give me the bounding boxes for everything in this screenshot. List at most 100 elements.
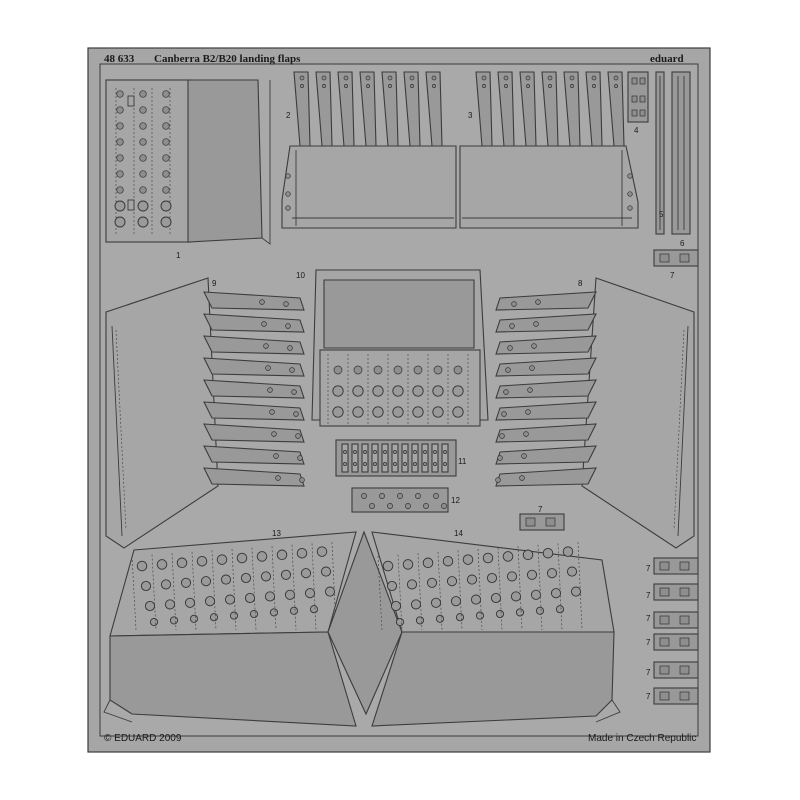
hole — [116, 170, 124, 178]
slot — [525, 517, 536, 527]
hole — [614, 84, 618, 88]
hole — [482, 552, 494, 564]
slot — [127, 199, 135, 211]
hole — [426, 577, 438, 588]
hole — [260, 571, 272, 582]
part-number-12: 12 — [451, 496, 460, 505]
hole — [295, 433, 301, 439]
hole — [382, 560, 394, 572]
hole — [139, 170, 147, 178]
hole — [503, 75, 509, 81]
hole — [139, 122, 147, 130]
part-9: 9 — [105, 277, 305, 549]
hinge-tooth — [371, 443, 379, 473]
hole — [140, 580, 152, 592]
hole — [162, 106, 170, 114]
hole — [332, 385, 344, 397]
part-1: 1 — [105, 79, 271, 260]
hole — [415, 616, 425, 625]
hole — [289, 606, 299, 615]
hole — [116, 186, 124, 194]
slot — [679, 691, 690, 701]
hole — [613, 75, 619, 81]
hole — [482, 84, 486, 88]
rib — [495, 445, 597, 465]
hole — [275, 475, 281, 481]
hole — [114, 200, 126, 212]
part-number-6: 6 — [680, 239, 685, 248]
hole — [300, 84, 304, 88]
hole — [392, 385, 404, 397]
hole — [139, 90, 147, 98]
hole — [432, 84, 436, 88]
hole — [297, 455, 303, 461]
hole — [442, 555, 454, 567]
part-number-7f: 7 — [646, 638, 651, 647]
hole — [353, 450, 357, 454]
part-number-14: 14 — [454, 529, 463, 538]
hole — [116, 90, 124, 98]
hole — [139, 138, 147, 146]
hole — [299, 477, 305, 483]
slot — [679, 615, 690, 625]
hole — [383, 450, 387, 454]
hinge-tooth — [431, 443, 439, 473]
hole — [361, 493, 367, 499]
rib — [203, 467, 305, 487]
part-number-7a: 7 — [670, 271, 675, 280]
hole — [273, 453, 279, 459]
hinge-tooth — [421, 443, 429, 473]
hole — [229, 611, 239, 620]
hole — [333, 365, 343, 375]
hole — [149, 617, 159, 627]
part-number-10: 10 — [296, 271, 305, 280]
hole — [180, 577, 192, 588]
hole — [236, 552, 248, 564]
hole — [531, 343, 537, 349]
hole — [316, 546, 328, 557]
hole — [184, 597, 196, 608]
hole — [547, 75, 553, 81]
hole — [363, 462, 367, 466]
slot — [545, 517, 556, 527]
hole — [570, 586, 582, 597]
rivet-line — [477, 548, 483, 631]
slot — [679, 587, 690, 597]
slot — [679, 253, 690, 263]
hole — [415, 493, 421, 499]
rivet-line — [191, 551, 197, 631]
copyright-text: © EDUARD 2009 — [104, 733, 182, 744]
part-number-7b: 7 — [538, 505, 543, 514]
hole — [269, 409, 275, 415]
hole — [422, 557, 434, 569]
hole — [523, 431, 529, 437]
hole — [403, 450, 407, 454]
fret-title: Canberra B2/B20 landing flaps — [154, 53, 301, 65]
hinge-tooth — [391, 443, 399, 473]
slot — [659, 637, 670, 647]
hole — [430, 597, 442, 608]
rib — [495, 335, 597, 355]
hole — [271, 431, 277, 437]
part-8: 8 — [495, 277, 695, 549]
hole — [548, 84, 552, 88]
hole — [176, 557, 188, 569]
hole — [466, 574, 478, 585]
rivet-line — [417, 553, 423, 631]
hole — [285, 323, 291, 329]
hole — [224, 594, 236, 605]
hole — [413, 365, 423, 375]
hole — [525, 75, 531, 81]
hole — [423, 503, 429, 509]
hole — [432, 385, 444, 397]
part-number-3: 3 — [468, 111, 473, 120]
hole — [527, 387, 533, 393]
hole — [373, 365, 383, 375]
hinge-tooth — [351, 443, 359, 473]
rivet-line — [251, 547, 257, 631]
part-number-7d: 7 — [646, 591, 651, 600]
rivet-line — [131, 555, 137, 631]
hole — [209, 613, 219, 622]
hole — [592, 84, 596, 88]
hole — [244, 592, 256, 604]
